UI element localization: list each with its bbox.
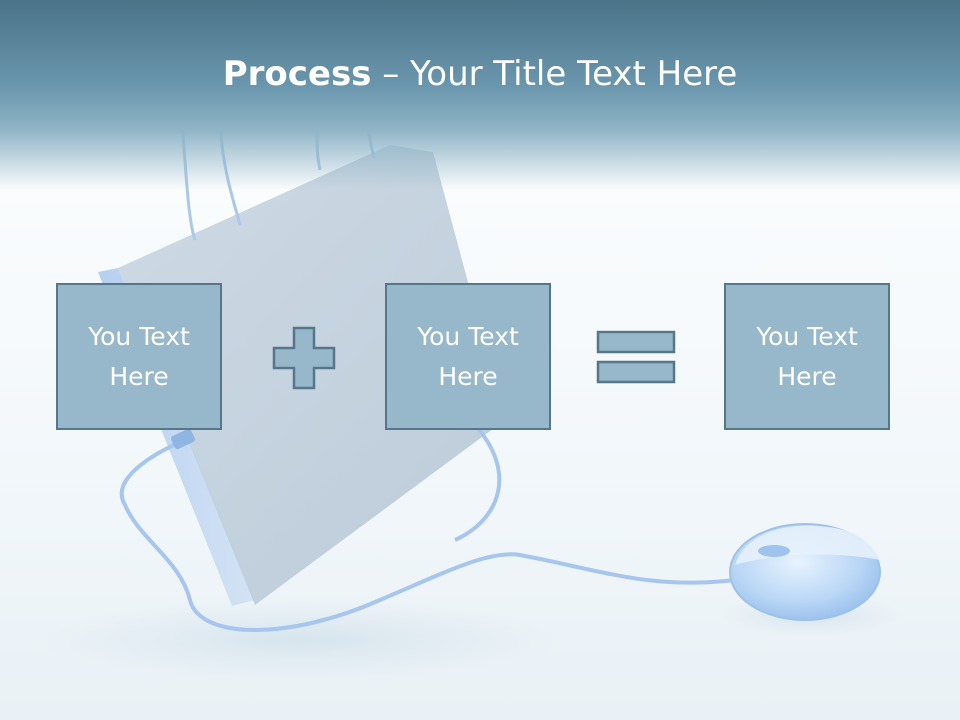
equals-icon [596, 330, 676, 384]
mouse-wheel [758, 545, 790, 557]
text-box-3-label: You Text Here [756, 321, 858, 391]
text-box-3[interactable]: You Text Here [724, 283, 890, 430]
plus-icon [272, 326, 336, 390]
title-band [0, 0, 960, 190]
title-rest-part: – Your Title Text Here [371, 54, 738, 94]
title-bold-part: Process [222, 54, 372, 94]
slide-title: Process – Your Title Text Here [0, 50, 960, 98]
bag-shadow [40, 600, 560, 680]
text-box-1-label: You Text Here [88, 321, 190, 391]
text-box-1[interactable]: You Text Here [56, 283, 222, 430]
mouse-cable [119, 438, 736, 632]
cable-plug [171, 428, 195, 450]
text-box-2-label: You Text Here [417, 321, 519, 391]
text-box-2[interactable]: You Text Here [385, 283, 551, 430]
cable-loop [454, 418, 502, 542]
